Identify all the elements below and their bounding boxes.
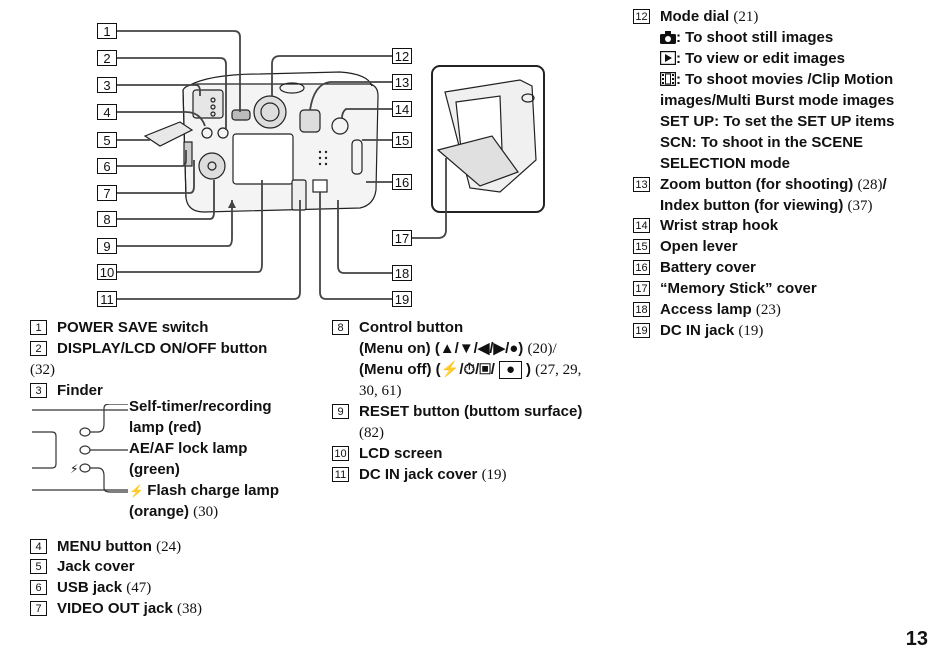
mode-scn: SCN: To shoot in the SCENE [660, 134, 864, 151]
svg-text:⚡: ⚡ [70, 462, 78, 476]
item-8-pages: 30, 61) [359, 383, 402, 399]
lamp-selftimer-line2: lamp (red) [129, 419, 202, 436]
callout-7: 7 [97, 185, 117, 201]
callout-2: 2 [97, 50, 117, 66]
mode-scn-line2: SELECTION mode [660, 155, 791, 172]
lamp-selftimer-line1: Self-timer/recording [129, 398, 272, 415]
record-circle-box-icon: ● [498, 361, 522, 379]
callout-5: 5 [97, 132, 117, 148]
item-13-line2: Index button (for viewing) (37) [660, 197, 873, 214]
callout-19: 19 [392, 291, 412, 307]
callout-17: 17 [392, 230, 412, 246]
item-8-menu-on: (Menu on) (▲/▼/◀/▶/●) (20)/ [359, 340, 557, 357]
callout-6: 6 [97, 158, 117, 174]
mode-setup: SET UP: To set the SET UP items [660, 113, 895, 130]
camera-icon [660, 29, 676, 50]
item-17: 17“Memory Stick” cover [633, 278, 817, 299]
flash-icon: ⚡ [129, 484, 148, 498]
callout-4: 4 [97, 104, 117, 120]
callout-9: 9 [97, 238, 117, 254]
mode-view: : To view or edit images [660, 48, 845, 71]
mode-still: : To shoot still images [660, 27, 833, 50]
item-8-menu-off: (Menu off) (⚡/⏱/▣/●) (27, 29, [359, 361, 582, 379]
mode-movie: : To shoot movies /Clip Motion [660, 69, 893, 92]
play-icon [660, 50, 677, 71]
finder-lamps-illustration: ⚡ [32, 404, 128, 493]
callout-14: 14 [392, 101, 412, 117]
camera-diagram: 1 2 3 4 5 6 7 8 9 10 11 12 13 14 15 16 1… [0, 0, 560, 315]
callout-1: 1 [97, 23, 117, 39]
callout-8: 8 [97, 211, 117, 227]
item-2-page: (32) [30, 362, 55, 378]
lamp-aeaf-line2: (green) [129, 461, 180, 478]
page-number: 13 [905, 628, 928, 650]
mode-movie-line2: images/Multi Burst mode images [660, 92, 895, 109]
lamp-flash-line1: ⚡ Flash charge lamp [129, 482, 279, 499]
callout-16: 16 [392, 174, 412, 190]
callout-11: 11 [97, 291, 117, 307]
camera-illustration [117, 30, 545, 300]
callout-13: 13 [392, 74, 412, 90]
callout-15: 15 [392, 132, 412, 148]
lamp-flash-line2: (orange) (30) [129, 503, 219, 520]
lamp-aeaf-line1: AE/AF lock lamp [129, 440, 248, 457]
item-9-page: (82) [359, 425, 384, 441]
callout-12: 12 [392, 48, 412, 64]
callout-3: 3 [97, 77, 117, 93]
callout-18: 18 [392, 265, 412, 281]
film-icon [660, 71, 677, 92]
callout-10: 10 [97, 264, 117, 280]
